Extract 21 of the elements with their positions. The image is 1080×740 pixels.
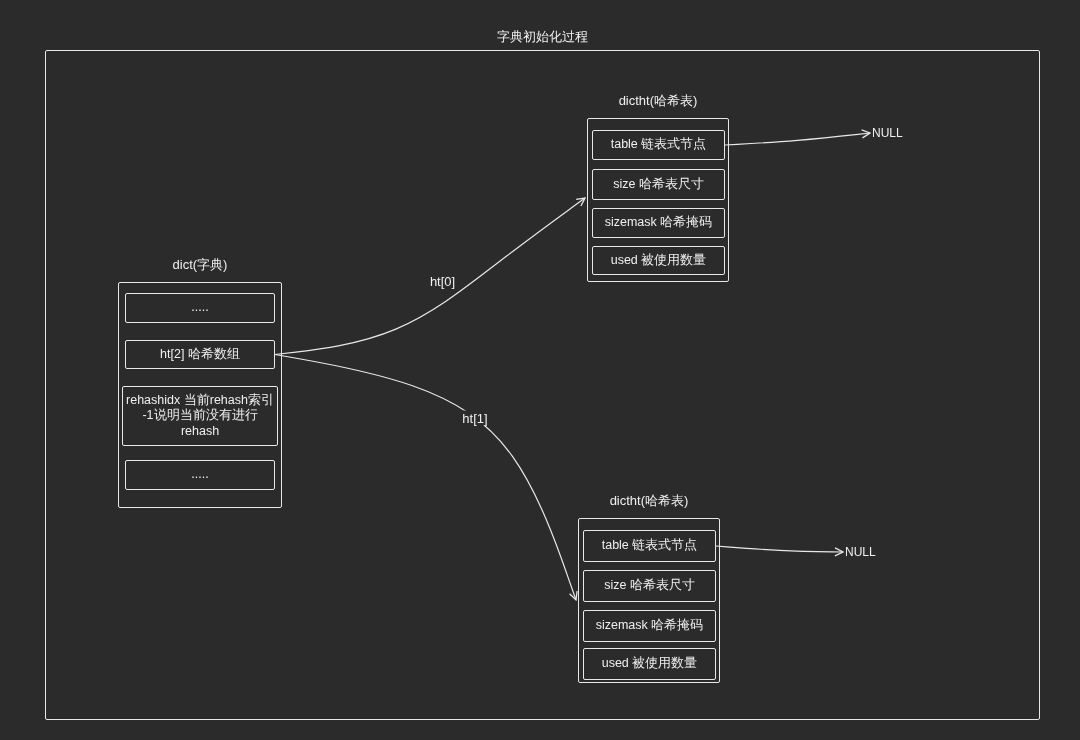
field-row: .....	[125, 460, 275, 490]
arrow	[274, 353, 578, 601]
struct-title: dictht(哈希表)	[608, 492, 690, 510]
field-row: used 被使用数量	[583, 648, 716, 680]
arrow	[724, 129, 871, 146]
field-row: ht[2] 哈希数组	[125, 340, 275, 369]
field-row: .....	[125, 293, 275, 323]
field-row: used 被使用数量	[592, 246, 725, 275]
field-row: table 链表式节点	[592, 130, 725, 160]
frame-title: 字典初始化过程	[496, 28, 589, 46]
struct-title: dict(字典)	[171, 256, 229, 274]
field-row: sizemask 哈希掩码	[583, 610, 716, 642]
arrow	[715, 545, 844, 557]
struct-title: dictht(哈希表)	[617, 92, 699, 110]
field-row: table 链表式节点	[583, 530, 716, 562]
field-row: size 哈希表尺寸	[592, 169, 725, 200]
null-text: NULL	[872, 126, 903, 140]
null-text: NULL	[845, 545, 876, 559]
field-row: size 哈希表尺寸	[583, 570, 716, 602]
field-row: rehashidx 当前rehash索引 -1说明当前没有进行 rehash	[122, 386, 278, 446]
field-row: sizemask 哈希掩码	[592, 208, 725, 238]
